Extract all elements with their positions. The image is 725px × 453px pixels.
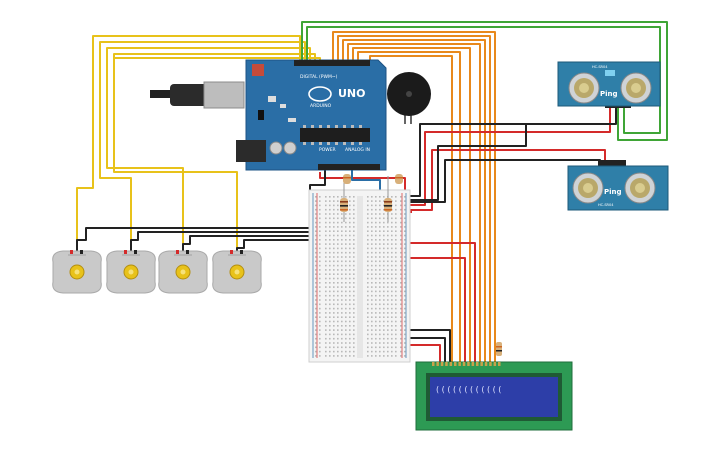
resistor-1 — [340, 176, 348, 222]
power-label: POWER — [319, 147, 336, 153]
yellow-wires — [76, 35, 321, 252]
resistor-5 — [496, 342, 502, 356]
dc-motor — [212, 250, 262, 294]
arduino-uno-label: UNO — [338, 87, 366, 100]
ultrasonic-sensor-top: Ping HC-SR04 — [557, 61, 661, 108]
sensor-model: HC-SR04 — [598, 203, 614, 207]
piezo-buzzer — [387, 72, 431, 124]
breadboard — [308, 189, 411, 363]
arduino-maker-label: ARDUINO — [310, 103, 332, 109]
dc-motor — [106, 250, 156, 294]
resistor-4 — [395, 174, 403, 184]
lcd-pins — [432, 362, 501, 366]
resistor-3 — [343, 174, 351, 184]
wires — [76, 21, 668, 362]
capacitor — [283, 141, 297, 155]
sensor-label: Ping — [604, 188, 622, 196]
atmega-chip — [300, 128, 370, 142]
capacitor — [269, 141, 283, 155]
lcd-line-1: ( ( ( ( ( ( ( ( ( ( ( ( — [436, 385, 501, 394]
usb-port — [203, 81, 245, 109]
power-jack — [236, 140, 266, 162]
breadboard-center-channel — [357, 196, 363, 358]
orange-wires — [332, 31, 496, 362]
digital-header — [294, 60, 370, 66]
ultrasonic-sensor-bottom: Ping HC-SR04 — [567, 160, 669, 211]
digital-pins-label: DIGITAL (PWM~) — [300, 74, 338, 80]
dc-motor — [52, 250, 102, 294]
reset-button — [252, 64, 264, 76]
lcd-screen — [430, 377, 558, 417]
resistor-2 — [384, 176, 392, 222]
lcd-display: ( ( ( ( ( ( ( ( ( ( ( ( — [415, 361, 573, 431]
sensor-model: HC-SR04 — [592, 65, 608, 69]
usb-cable — [150, 90, 172, 98]
analog-in-label: ANALOG IN — [345, 147, 370, 153]
sensor-header — [598, 160, 626, 170]
usb-plug — [170, 84, 208, 106]
buzzer-hole — [406, 91, 412, 97]
arduino-logo — [308, 86, 332, 102]
arduino-uno-board: DIGITAL (PWM~) UNO ARDUINO POWER ANALOG … — [150, 59, 387, 171]
breadboard-holes — [315, 196, 406, 357]
sensor-label: Ping — [600, 90, 618, 98]
dc-motor — [158, 250, 208, 294]
power-analog-header — [318, 164, 380, 170]
dc-motors — [52, 250, 262, 294]
